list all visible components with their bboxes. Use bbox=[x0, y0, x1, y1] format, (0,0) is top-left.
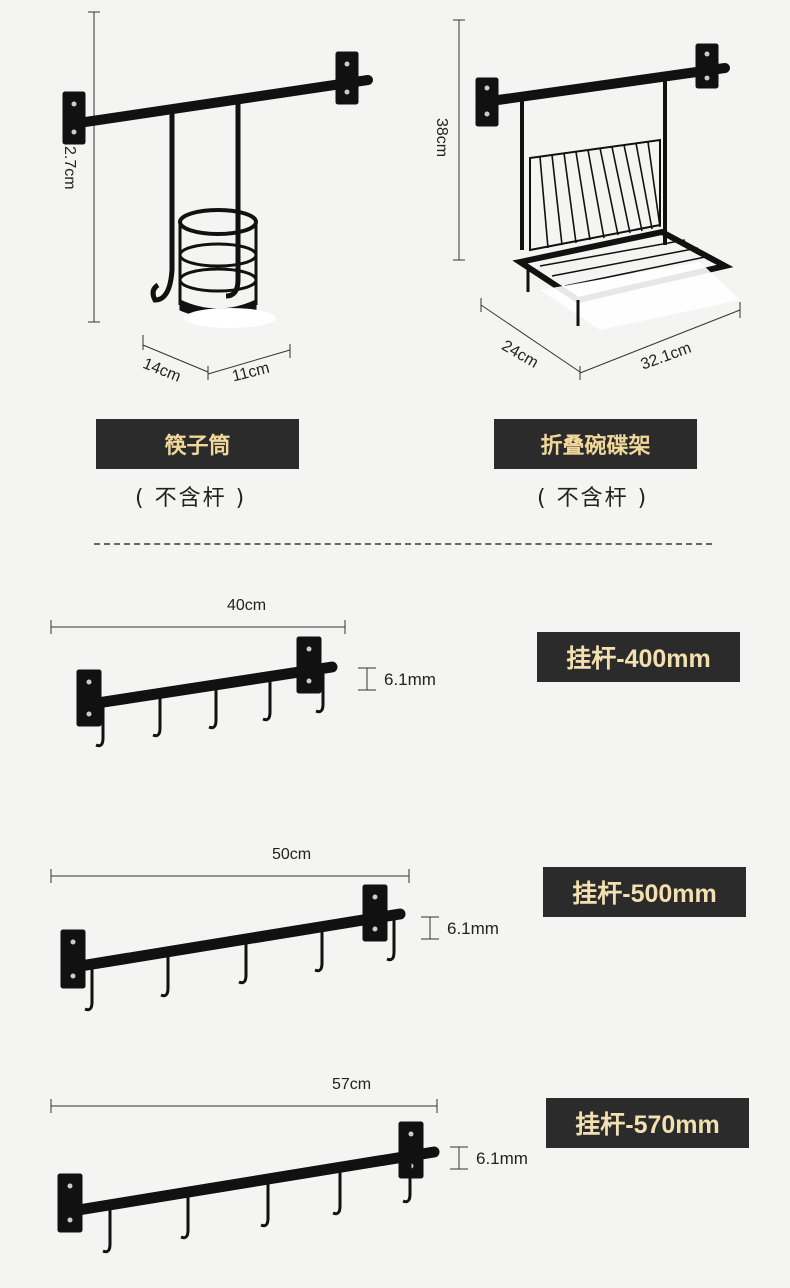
rod-570-diameter: 6.1mm bbox=[476, 1149, 528, 1168]
rod-570-image bbox=[50, 1099, 468, 1254]
rod-500-label: 挂杆-500mm bbox=[543, 867, 746, 917]
rod-400-diameter: 6.1mm bbox=[384, 670, 436, 689]
chopstick-holder-note: ( 不含杆 ) bbox=[135, 486, 247, 511]
dish-rack-label: 折叠碗碟架 bbox=[494, 419, 697, 469]
rod-500-image bbox=[50, 869, 439, 1012]
dish-rack-note: ( 不含杆 ) bbox=[537, 486, 649, 511]
rod-400-image bbox=[50, 620, 376, 748]
dish-rack-image bbox=[453, 19, 741, 380]
section-divider bbox=[94, 543, 712, 545]
rod-500-length: 50cm bbox=[272, 846, 312, 863]
rod-570-label: 挂杆-570mm bbox=[546, 1098, 749, 1148]
dish-rack-height-dim: 38cm bbox=[433, 118, 450, 158]
chopstick-height-dim: 2.7cm bbox=[61, 146, 78, 190]
rod-500-diameter: 6.1mm bbox=[447, 919, 499, 938]
chopstick-holder-label: 筷子筒 bbox=[96, 419, 299, 469]
chopstick-holder-image bbox=[62, 11, 373, 380]
rod-570-length: 57cm bbox=[332, 1076, 372, 1093]
rod-400-label: 挂杆-400mm bbox=[537, 632, 740, 682]
rod-400-length: 40cm bbox=[227, 597, 267, 614]
